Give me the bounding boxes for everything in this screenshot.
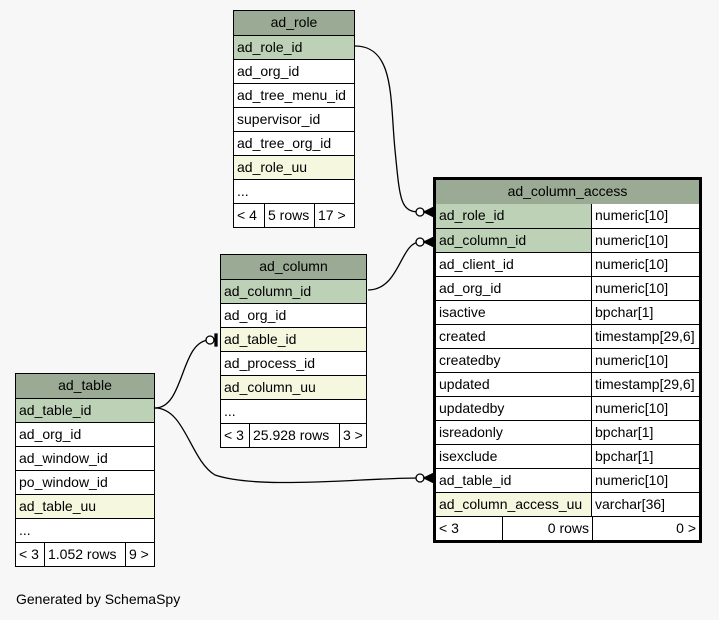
column-name: ad_client_id — [439, 256, 514, 272]
parents-count[interactable]: < 4 — [237, 207, 257, 223]
table-footer: < 4 5 rows 17 > — [234, 203, 354, 227]
column-type: timestamp[29,6] — [591, 373, 699, 396]
table-column-row[interactable]: updatedby numeric[10] — [436, 396, 699, 420]
table-column-row[interactable]: po_window_id — [16, 470, 154, 494]
column-type: numeric[10] — [591, 229, 699, 252]
table-column-row: ... — [16, 518, 154, 542]
parents-count[interactable]: < 3 — [19, 546, 39, 562]
table-column-row[interactable]: ad_org_id — [221, 303, 366, 327]
table-column-row[interactable]: updated timestamp[29,6] — [436, 372, 699, 396]
table-ad-column[interactable]: ad_column ad_column_id ad_org_id ad_tabl… — [220, 254, 367, 448]
table-column-row[interactable]: ad_column_uu — [221, 375, 366, 399]
column-type: varchar[36] — [591, 493, 699, 516]
column-name: isexclude — [439, 448, 498, 464]
table-footer: < 3 0 rows 0 > — [436, 516, 699, 540]
table-ad-table[interactable]: ad_table ad_table_id ad_org_id ad_window… — [15, 373, 155, 567]
column-name: ad_role_id — [436, 204, 591, 228]
column-type: numeric[10] — [591, 349, 699, 372]
table-column-row[interactable]: isactive bpchar[1] — [436, 300, 699, 324]
column-name: created — [439, 328, 486, 344]
table-column-row[interactable]: ad_tree_org_id — [234, 131, 354, 155]
table-column-row[interactable]: ad_table_id — [221, 327, 366, 351]
column-name: updated — [439, 376, 490, 392]
table-footer: < 3 25.928 rows 3 > — [221, 423, 366, 447]
table-column-row[interactable]: ad_table_id numeric[10] — [436, 468, 699, 492]
link-ad-table-column — [154, 339, 211, 409]
column-type: numeric[10] — [591, 469, 699, 492]
column-name: isreadonly — [439, 424, 503, 440]
table-ad-role[interactable]: ad_role ad_role_id ad_org_id ad_tree_men… — [233, 10, 355, 228]
table-column-row[interactable]: ad_org_id — [16, 422, 154, 446]
table-column-row[interactable]: ad_table_id — [16, 398, 154, 422]
table-column-row[interactable]: ad_org_id — [234, 59, 354, 83]
column-type: numeric[10] — [591, 277, 699, 300]
column-type: numeric[10] — [591, 397, 699, 420]
parents-count[interactable]: < 3 — [439, 520, 459, 536]
row-count: 5 rows — [264, 204, 314, 227]
link-end-circle — [205, 335, 215, 345]
table-column-row[interactable]: ad_tree_menu_id — [234, 83, 354, 107]
table-column-row[interactable]: ad_role_id — [234, 35, 354, 59]
column-type: bpchar[1] — [591, 301, 699, 324]
column-type: numeric[10] — [591, 253, 699, 276]
table-column-row: ... — [234, 179, 354, 203]
table-column-row: ... — [221, 399, 366, 423]
children-count[interactable]: 17 > — [314, 204, 354, 227]
row-count: 25.928 rows — [249, 424, 339, 447]
table-header[interactable]: ad_table — [16, 374, 154, 398]
column-type: numeric[10] — [591, 204, 699, 228]
table-footer: < 3 1.052 rows 9 > — [16, 542, 154, 566]
column-name: ad_column_access_uu — [436, 493, 591, 516]
row-count: 1.052 rows — [44, 543, 125, 566]
column-type: bpchar[1] — [591, 421, 699, 444]
table-column-row[interactable]: ad_column_id — [221, 279, 366, 303]
column-name: ad_column_id — [436, 229, 591, 252]
row-count: 0 rows — [502, 517, 592, 540]
table-header[interactable]: ad_role — [234, 11, 354, 35]
column-name: isactive — [439, 304, 486, 320]
table-header[interactable]: ad_column — [221, 255, 366, 279]
table-header[interactable]: ad_column_access — [436, 180, 699, 204]
table-column-row[interactable]: ad_window_id — [16, 446, 154, 470]
table-column-row[interactable]: created timestamp[29,6] — [436, 324, 699, 348]
link-ad-column — [367, 241, 421, 291]
table-column-row[interactable]: ad_role_uu — [234, 155, 354, 179]
column-name: ad_table_id — [439, 472, 512, 488]
column-type: bpchar[1] — [591, 445, 699, 468]
parents-count[interactable]: < 3 — [224, 427, 244, 443]
table-column-row[interactable]: isreadonly bpchar[1] — [436, 420, 699, 444]
table-column-row[interactable]: createdby numeric[10] — [436, 348, 699, 372]
children-count[interactable]: 0 > — [592, 517, 699, 540]
column-name: ad_org_id — [439, 280, 502, 296]
generated-by-label: Generated by SchemaSpy — [16, 591, 181, 607]
column-name: createdby — [439, 352, 501, 368]
table-column-row[interactable]: ad_org_id numeric[10] — [436, 276, 699, 300]
bar-marker — [214, 333, 218, 347]
table-column-row[interactable]: isexclude bpchar[1] — [436, 444, 699, 468]
table-column-row[interactable]: ad_process_id — [221, 351, 366, 375]
column-type: timestamp[29,6] — [591, 325, 699, 348]
children-count[interactable]: 9 > — [125, 543, 154, 566]
children-count[interactable]: 3 > — [339, 424, 366, 447]
table-column-row[interactable]: ad_table_uu — [16, 494, 154, 518]
table-column-row[interactable]: supervisor_id — [234, 107, 354, 131]
link-ad-role — [354, 45, 421, 213]
column-name: updatedby — [439, 400, 505, 416]
link-ad-table-access — [154, 407, 421, 484]
table-column-row[interactable]: ad_client_id numeric[10] — [436, 252, 699, 276]
